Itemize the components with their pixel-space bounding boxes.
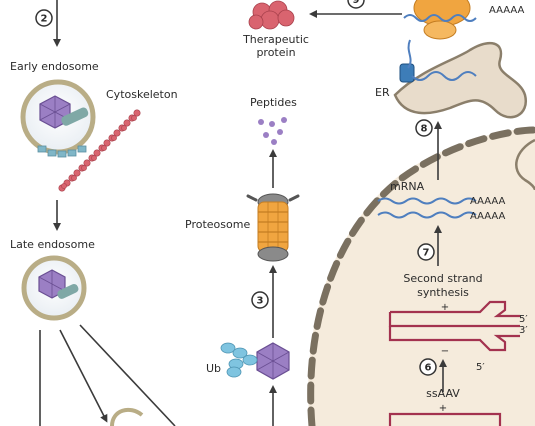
- label-five-prime-2: 5′: [476, 362, 485, 373]
- label-polya-2: AAAAA: [470, 211, 505, 222]
- mrna-strand-1: [377, 197, 477, 205]
- step-9-number: 9: [353, 0, 360, 6]
- step-8-number: 8: [421, 124, 428, 135]
- nucleus-background: [308, 128, 535, 426]
- late-endosome: [21, 255, 87, 321]
- step-6-circle: [419, 358, 437, 376]
- label-ub: Ub: [206, 362, 221, 375]
- ss-aav-genome: [388, 412, 502, 426]
- label-late-endosome: Late endosome: [10, 238, 95, 251]
- translocon-icon: [399, 63, 415, 83]
- nascent-chain: [407, 39, 412, 69]
- path-line-diagonal: [79, 324, 176, 426]
- ubiquitin-chain: [220, 342, 258, 378]
- step-7-circle: [417, 243, 435, 261]
- label-proteosome: Proteosome: [185, 218, 250, 231]
- step-2-number: 2: [41, 14, 48, 25]
- label-second-strand-1: Second strand: [403, 272, 482, 285]
- cytoskeleton: [58, 109, 141, 192]
- er-membrane: [393, 41, 528, 119]
- step-9-circle: [347, 0, 365, 9]
- er-mrna-strand: [411, 71, 477, 81]
- proteasome-icon: [246, 193, 300, 262]
- label-second-strand-2: synthesis: [417, 286, 469, 299]
- label-polya-ribosome: AAAAA: [489, 5, 524, 16]
- step-3-circle: [251, 291, 269, 309]
- step-7-number: 7: [423, 248, 430, 259]
- label-ssaav: ssAAV: [426, 387, 460, 400]
- label-therapeutic-protein-2: protein: [256, 46, 295, 59]
- step-3-number: 3: [257, 296, 264, 307]
- label-five-prime-1: 5′: [519, 314, 528, 325]
- nuclear-envelope: [307, 126, 535, 426]
- mrna-strand-2: [377, 211, 477, 219]
- step-2-circle: [35, 9, 53, 27]
- capsid-facet-3: [256, 351, 290, 371]
- endosome-coat: [37, 145, 87, 158]
- label-peptides: Peptides: [250, 96, 297, 109]
- label-early-endosome: Early endosome: [10, 60, 99, 73]
- label-therapeutic-protein-1: Therapeutic: [242, 33, 309, 46]
- path-arrow-diagonal: [59, 329, 108, 423]
- label-cytoskeleton: Cytoskeleton: [106, 88, 178, 101]
- ds-aav-genome: [388, 300, 520, 352]
- peptides-icon: [258, 117, 287, 145]
- label-mrna: mRNA: [390, 180, 425, 193]
- label-er: ER: [375, 86, 390, 99]
- label-plus-2: +: [439, 403, 447, 414]
- label-three-prime: 3′: [519, 325, 528, 336]
- protein-icon: [248, 0, 295, 30]
- label-polya-1: AAAAA: [470, 196, 505, 207]
- step-6-number: 6: [425, 363, 432, 374]
- step-8-circle: [415, 119, 433, 137]
- ribosome-icon: [413, 0, 471, 40]
- early-endosome: [20, 79, 96, 155]
- label-minus: −: [441, 346, 449, 357]
- mrna-strand-ribosome: [403, 14, 477, 22]
- receptor-icon: [61, 107, 89, 126]
- label-plus-1: +: [441, 302, 449, 313]
- partial-endosome: [110, 407, 144, 426]
